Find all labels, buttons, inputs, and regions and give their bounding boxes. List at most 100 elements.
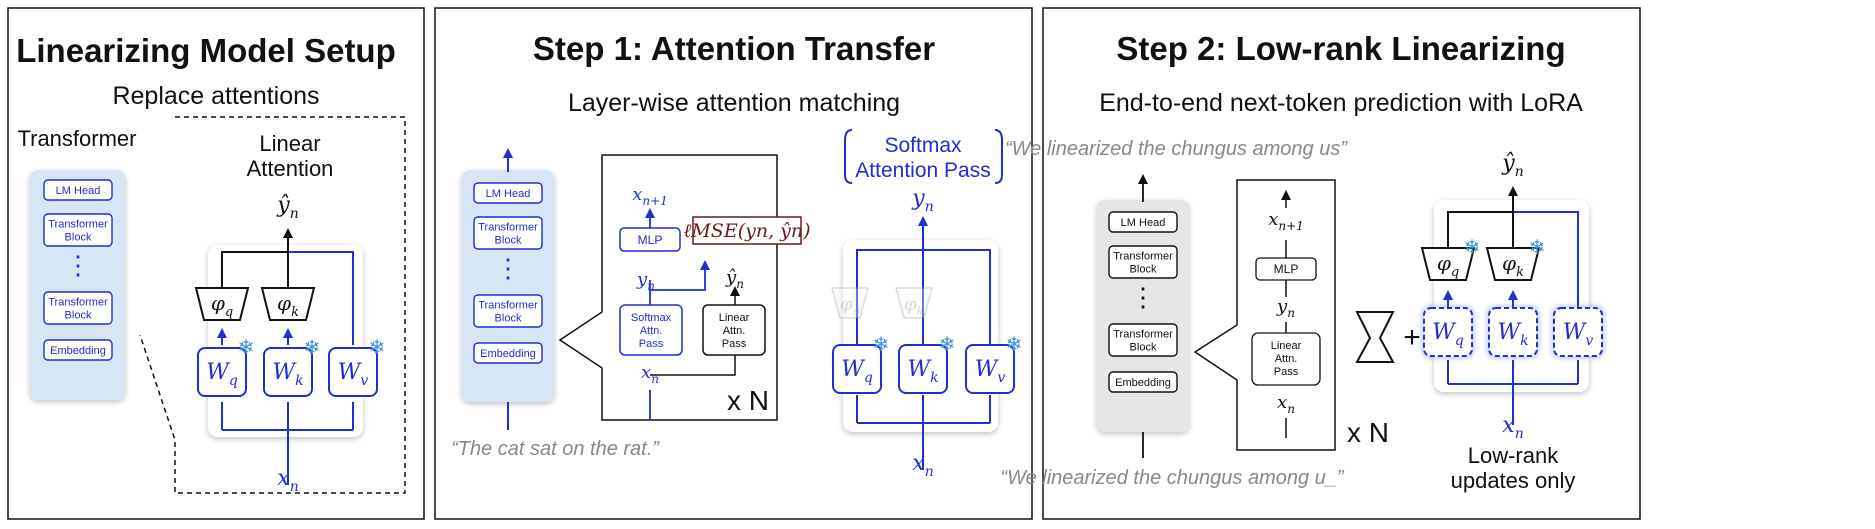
plus-sign: + <box>1403 321 1421 354</box>
p2-x-label: xn <box>641 362 659 386</box>
panel1-title: Linearizing Model Setup <box>16 32 396 69</box>
stack-block-label: Transformer <box>48 296 108 308</box>
p1-w-k-label: Wk <box>272 360 303 389</box>
stack-block <box>473 182 543 204</box>
p2-w-v <box>965 344 1015 394</box>
p3-w-v <box>1553 307 1603 357</box>
p2-y-hat-label: ŷn <box>725 267 744 291</box>
p2-w-k-label: Wk <box>907 357 938 386</box>
p3-linear-label: Attn. <box>1275 353 1298 365</box>
panel2-subtitle: Layer-wise attention matching <box>568 89 900 117</box>
p1-phi-k <box>260 287 316 321</box>
lowrank-label-1: Low-rank <box>1468 443 1559 468</box>
p3-quote-bottom: “We linearized the chungus among u_” <box>1000 467 1345 489</box>
panel-linearizing-setup: Linearizing Model Setup Replace attentio… <box>7 7 425 520</box>
p2-stack <box>462 170 554 402</box>
panel3-subtitle: End-to-end next-token prediction with Lo… <box>1099 89 1583 117</box>
p2-w-v-label: Wv <box>975 357 1006 386</box>
stack-block-label: LM Head <box>1121 217 1166 229</box>
stack-block-label: Block <box>65 309 92 321</box>
p2-y-label: yn <box>636 269 655 293</box>
p3-zoom-box <box>1193 179 1336 451</box>
stack-block <box>43 213 113 247</box>
p3-mlp-label: MLP <box>1274 262 1299 276</box>
snowflake-icon: ❄ <box>873 334 890 356</box>
p1-w-k <box>263 347 313 397</box>
panel-lowrank-linearizing: Step 2: Low-rank Linearizing End-to-end … <box>1000 7 1641 520</box>
p3-times-n: x N <box>1347 417 1389 448</box>
snowflake-icon: ❄ <box>304 337 321 359</box>
p1-w-q <box>197 347 247 397</box>
v-line <box>288 251 354 345</box>
stack-block-label: Block <box>495 234 522 246</box>
p3-w-q-label: Wq <box>1432 320 1464 349</box>
p2-mlp-label: MLP <box>638 233 663 247</box>
stack-block <box>1108 323 1178 357</box>
linear-label-2: Attention <box>247 156 334 181</box>
stack-block-label: Transformer <box>48 218 108 230</box>
p1-w-v-label: Wv <box>338 360 369 389</box>
stack-block-label: Block <box>495 312 522 324</box>
p3-y-label: yn <box>1276 296 1295 320</box>
snowflake-icon: ❄ <box>1464 237 1481 259</box>
p2-softmax-block <box>619 304 683 356</box>
p3-phi-q <box>1420 247 1476 281</box>
snowflake-icon: ❄ <box>939 334 956 356</box>
p2-right-x-label: xn <box>912 451 933 480</box>
bracket-right <box>994 129 1003 184</box>
stack-block-label: Embedding <box>50 345 106 357</box>
snowflake-icon: ❄ <box>238 337 255 359</box>
p2-quote: “The cat sat on the rat.” <box>451 438 660 460</box>
linear-label-1: Linear <box>259 131 320 156</box>
stack-block <box>1108 245 1178 279</box>
p2-linear-block <box>702 304 766 356</box>
stack-block <box>1108 211 1178 233</box>
softmax-pass-label-2: Attention Pass <box>855 159 990 182</box>
p2-times-n: x N <box>727 385 769 416</box>
p1-input-label: xn <box>277 466 298 495</box>
p3-phi-k <box>1485 247 1541 281</box>
snowflake-icon: ❄ <box>369 337 386 359</box>
stack-ellipsis: ⋮ <box>65 250 91 280</box>
stack-block <box>43 339 113 361</box>
stack-block-label: Transformer <box>478 299 538 311</box>
p2-mlp-block <box>619 227 681 252</box>
p2-phi-q-ghost: φq <box>840 294 861 318</box>
p3-x-next-label: xn+1 <box>1268 209 1304 233</box>
p2-phi-k-ghost: φk <box>904 294 924 318</box>
lora-hourglass-icon <box>1355 311 1395 363</box>
stack-block-label: Embedding <box>480 348 536 360</box>
p2-softmax-label: Softmax <box>631 312 672 324</box>
p3-linear-block <box>1251 332 1321 386</box>
panel-attention-transfer: Step 1: Attention Transfer Layer-wise at… <box>434 7 1033 520</box>
p2-linear-label: Attn. <box>723 325 746 337</box>
p3-w-q <box>1423 307 1473 357</box>
stack-ellipsis: ⋮ <box>1130 282 1156 312</box>
stack-block <box>473 342 543 364</box>
transformer-stack <box>30 170 125 400</box>
snowflake-icon: ❄ <box>1529 237 1546 259</box>
softmax-attention-module <box>843 240 998 432</box>
stack-block-label: LM Head <box>486 188 531 200</box>
p1-phi-q-label: φq <box>211 291 233 320</box>
stack-block <box>1108 371 1178 393</box>
p3-linear-label: Linear <box>1271 340 1302 352</box>
p2-linear-label: Pass <box>722 338 747 350</box>
zoom-outline <box>139 116 406 494</box>
p3-w-k-label: Wk <box>1497 320 1528 349</box>
p3-w-v-label: Wv <box>1563 320 1594 349</box>
p1-w-v <box>328 347 378 397</box>
panel2-title: Step 1: Attention Transfer <box>533 30 935 67</box>
linear-attention-module <box>208 245 363 437</box>
stack-block-label: Block <box>1130 263 1157 275</box>
stack-block <box>43 179 113 201</box>
p2-linear-label: Linear <box>719 312 750 324</box>
p3-stack <box>1097 200 1189 432</box>
panel3-title: Step 2: Low-rank Linearizing <box>1116 30 1565 67</box>
lowrank-module <box>1434 200 1589 392</box>
p3-w-k <box>1488 307 1538 357</box>
p2-w-k <box>898 344 948 394</box>
p3-phi-q-label: φq <box>1437 251 1459 280</box>
p2-w-q <box>832 344 882 394</box>
